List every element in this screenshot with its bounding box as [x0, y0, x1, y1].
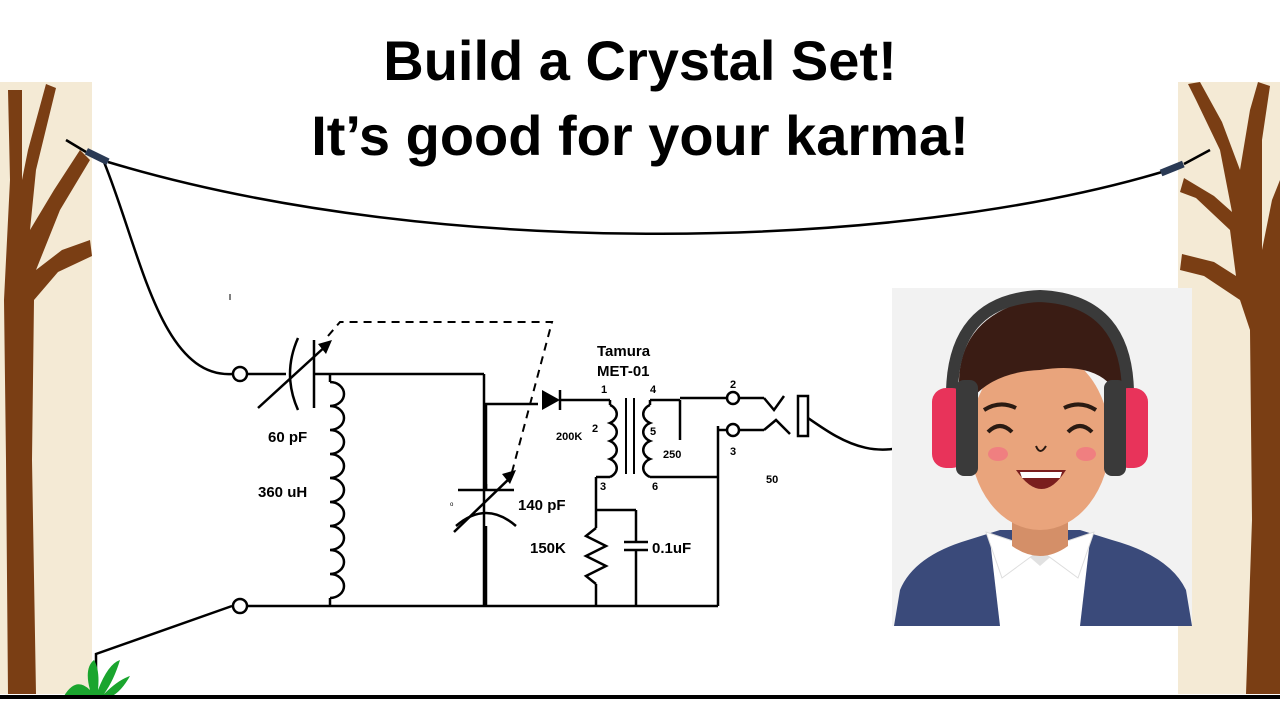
insulator-right	[1159, 160, 1185, 177]
pin-3-label: 3	[600, 481, 606, 493]
title-line-2: It’s good for your karma!	[311, 104, 969, 167]
left-tree-icon	[0, 82, 92, 694]
pin-4-label: 4	[650, 384, 657, 396]
pin-1-label: 1	[601, 384, 607, 396]
tiny-mark: o	[450, 502, 454, 508]
variable-cap-2-arrow	[502, 470, 516, 484]
jack-pin-2-label: 2	[730, 379, 736, 391]
right-tree-icon	[1178, 82, 1280, 694]
antenna-wire	[65, 138, 1211, 376]
label-150k: 150K	[530, 540, 566, 557]
variable-cap-1-arrow	[318, 340, 332, 354]
pin-6-label: 6	[652, 481, 658, 493]
label-50: 50	[766, 474, 778, 486]
label-tamura: Tamura	[597, 343, 651, 360]
label-200k: 200K	[556, 431, 582, 443]
pin-2-label: 2	[592, 423, 598, 435]
diode-symbol	[542, 390, 560, 410]
label-360uh: 360 uH	[258, 484, 307, 501]
ground-grass-icon	[64, 660, 130, 698]
listener-with-headphones-icon	[892, 288, 1192, 626]
label-60pf: 60 pF	[268, 429, 307, 446]
pin-5-label: 5	[650, 426, 656, 438]
title-line-1: Build a Crystal Set!	[383, 29, 897, 92]
label-0-1uf: 0.1uF	[652, 540, 691, 557]
label-250: 250	[663, 449, 681, 461]
insulator-left	[84, 148, 110, 165]
jack-pin-3-label: 3	[730, 446, 736, 458]
label-140pf: 140 pF	[518, 497, 566, 514]
label-met01: MET-01	[597, 363, 650, 380]
circuit-schematic	[231, 321, 941, 615]
